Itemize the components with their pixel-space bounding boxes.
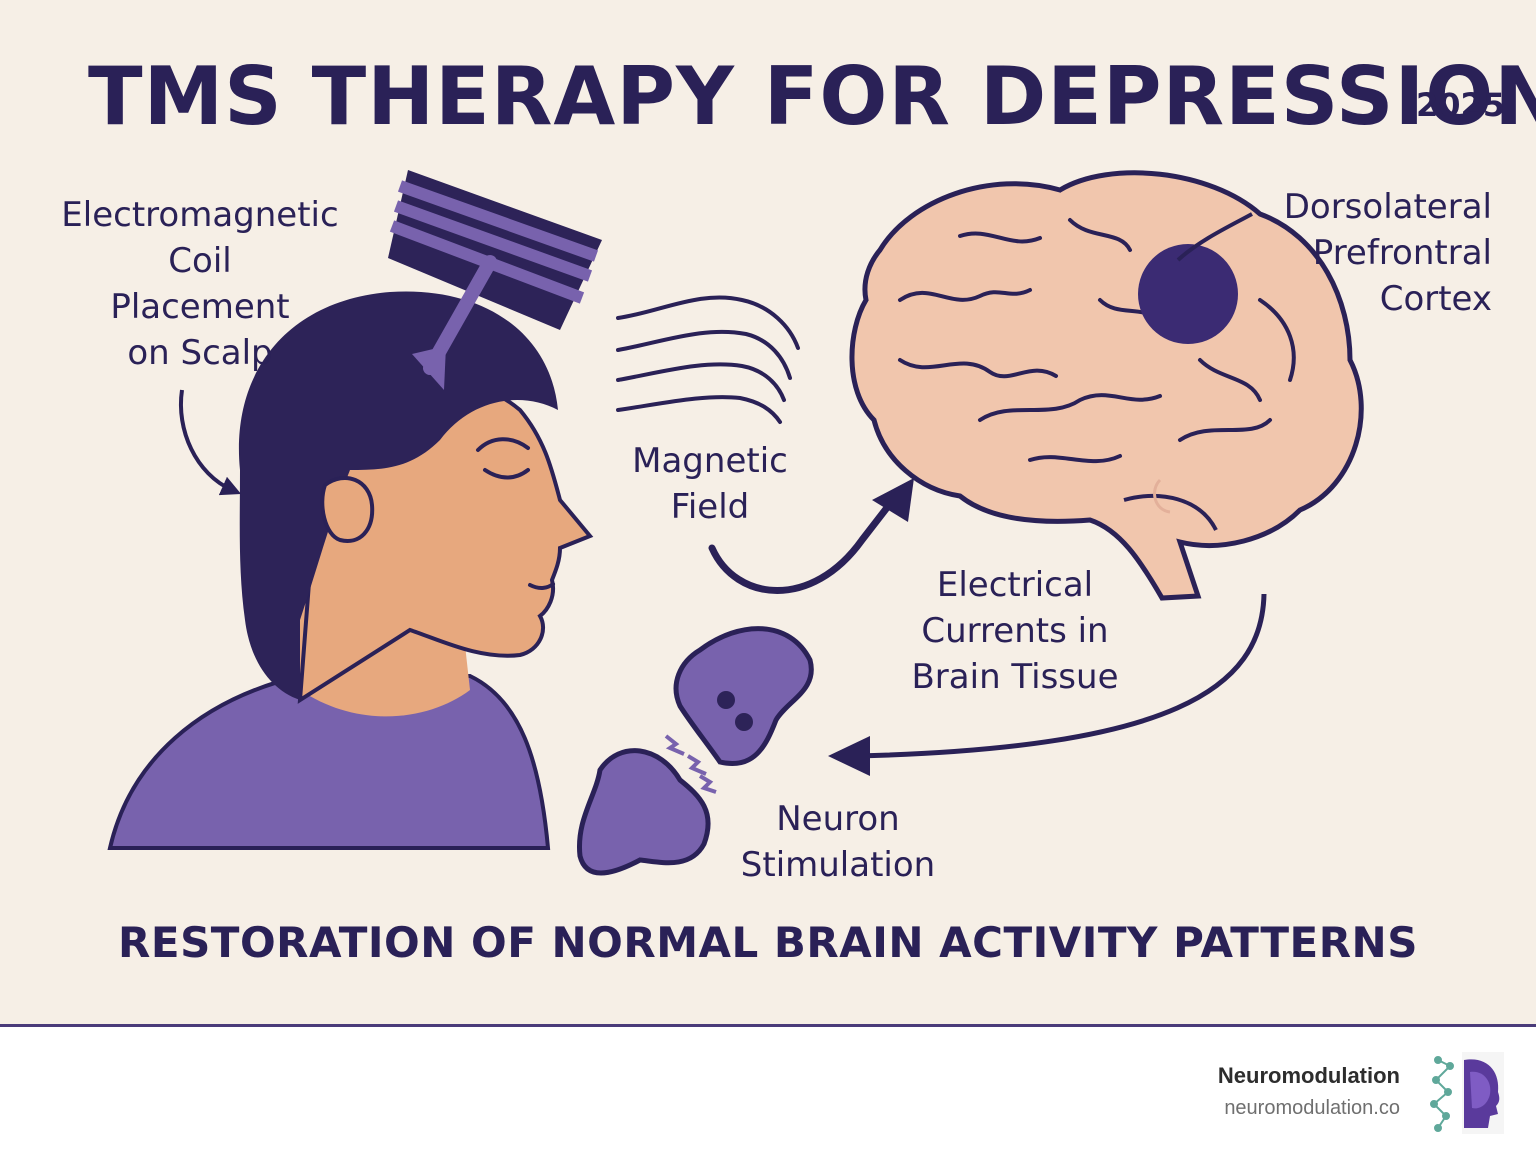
- label-neuron-stimulation: Neuron Stimulation: [720, 796, 956, 888]
- currents-to-neuron-arrow: [857, 593, 1267, 759]
- illustration-layer: [107, 170, 1364, 876]
- infographic: TMS THERAPY FOR DEPRESSION 2025 Electrom…: [0, 0, 1536, 1024]
- label-electrical-currents: Electrical Currents in Brain Tissue: [880, 562, 1150, 700]
- label-line: Cortex: [1379, 279, 1492, 319]
- label-line: Neuron: [776, 799, 900, 839]
- neuron-synapse-icon: [576, 626, 814, 876]
- coil-icon: [388, 170, 602, 390]
- brand-url[interactable]: neuromodulation.co: [1224, 1097, 1400, 1119]
- label-line: Dorsolateral: [1283, 187, 1492, 227]
- arrow-head: [872, 478, 914, 522]
- label-dlpfc: Dorsolateral Prefrontral Cortex: [1220, 184, 1492, 322]
- field-to-brain-arrow: [708, 492, 900, 594]
- label-line: Currents in: [921, 611, 1109, 651]
- brain-illustration: [849, 170, 1364, 601]
- label-line: on Scalp: [127, 333, 273, 373]
- label-line: Coil: [168, 241, 232, 281]
- label-line: Field: [670, 487, 750, 527]
- label-line: Stimulation: [740, 845, 936, 885]
- label-line: Brain Tissue: [911, 657, 1119, 697]
- logo-icon: [1430, 1052, 1504, 1134]
- bottom-caption: RESTORATION OF NORMAL BRAIN ACTIVITY PAT…: [118, 918, 1418, 967]
- head-illustration: [107, 291, 594, 850]
- magnetic-wave-icon: [616, 295, 800, 424]
- label-coil: Electromagnetic Coil Placement on Scalp: [40, 192, 360, 376]
- coil-label-arrow: [179, 389, 242, 496]
- footer-brand[interactable]: Neuromodulation neuromodulation.co: [1218, 1063, 1400, 1120]
- brand-name: Neuromodulation: [1217, 1063, 1400, 1088]
- label-line: Prefrontral: [1312, 233, 1492, 273]
- year-label: 2025: [1416, 86, 1506, 124]
- page-title: TMS THERAPY FOR DEPRESSION: [88, 50, 1536, 143]
- label-line: Electrical: [936, 565, 1094, 605]
- label-line: Magnetic: [632, 441, 788, 481]
- label-magnetic-field: Magnetic Field: [600, 438, 820, 530]
- dlpfc-target: [1138, 244, 1238, 344]
- label-line: Placement: [110, 287, 290, 327]
- label-line: Electromagnetic: [61, 195, 339, 235]
- arrow-head: [828, 736, 870, 776]
- footer-divider: [0, 1024, 1536, 1027]
